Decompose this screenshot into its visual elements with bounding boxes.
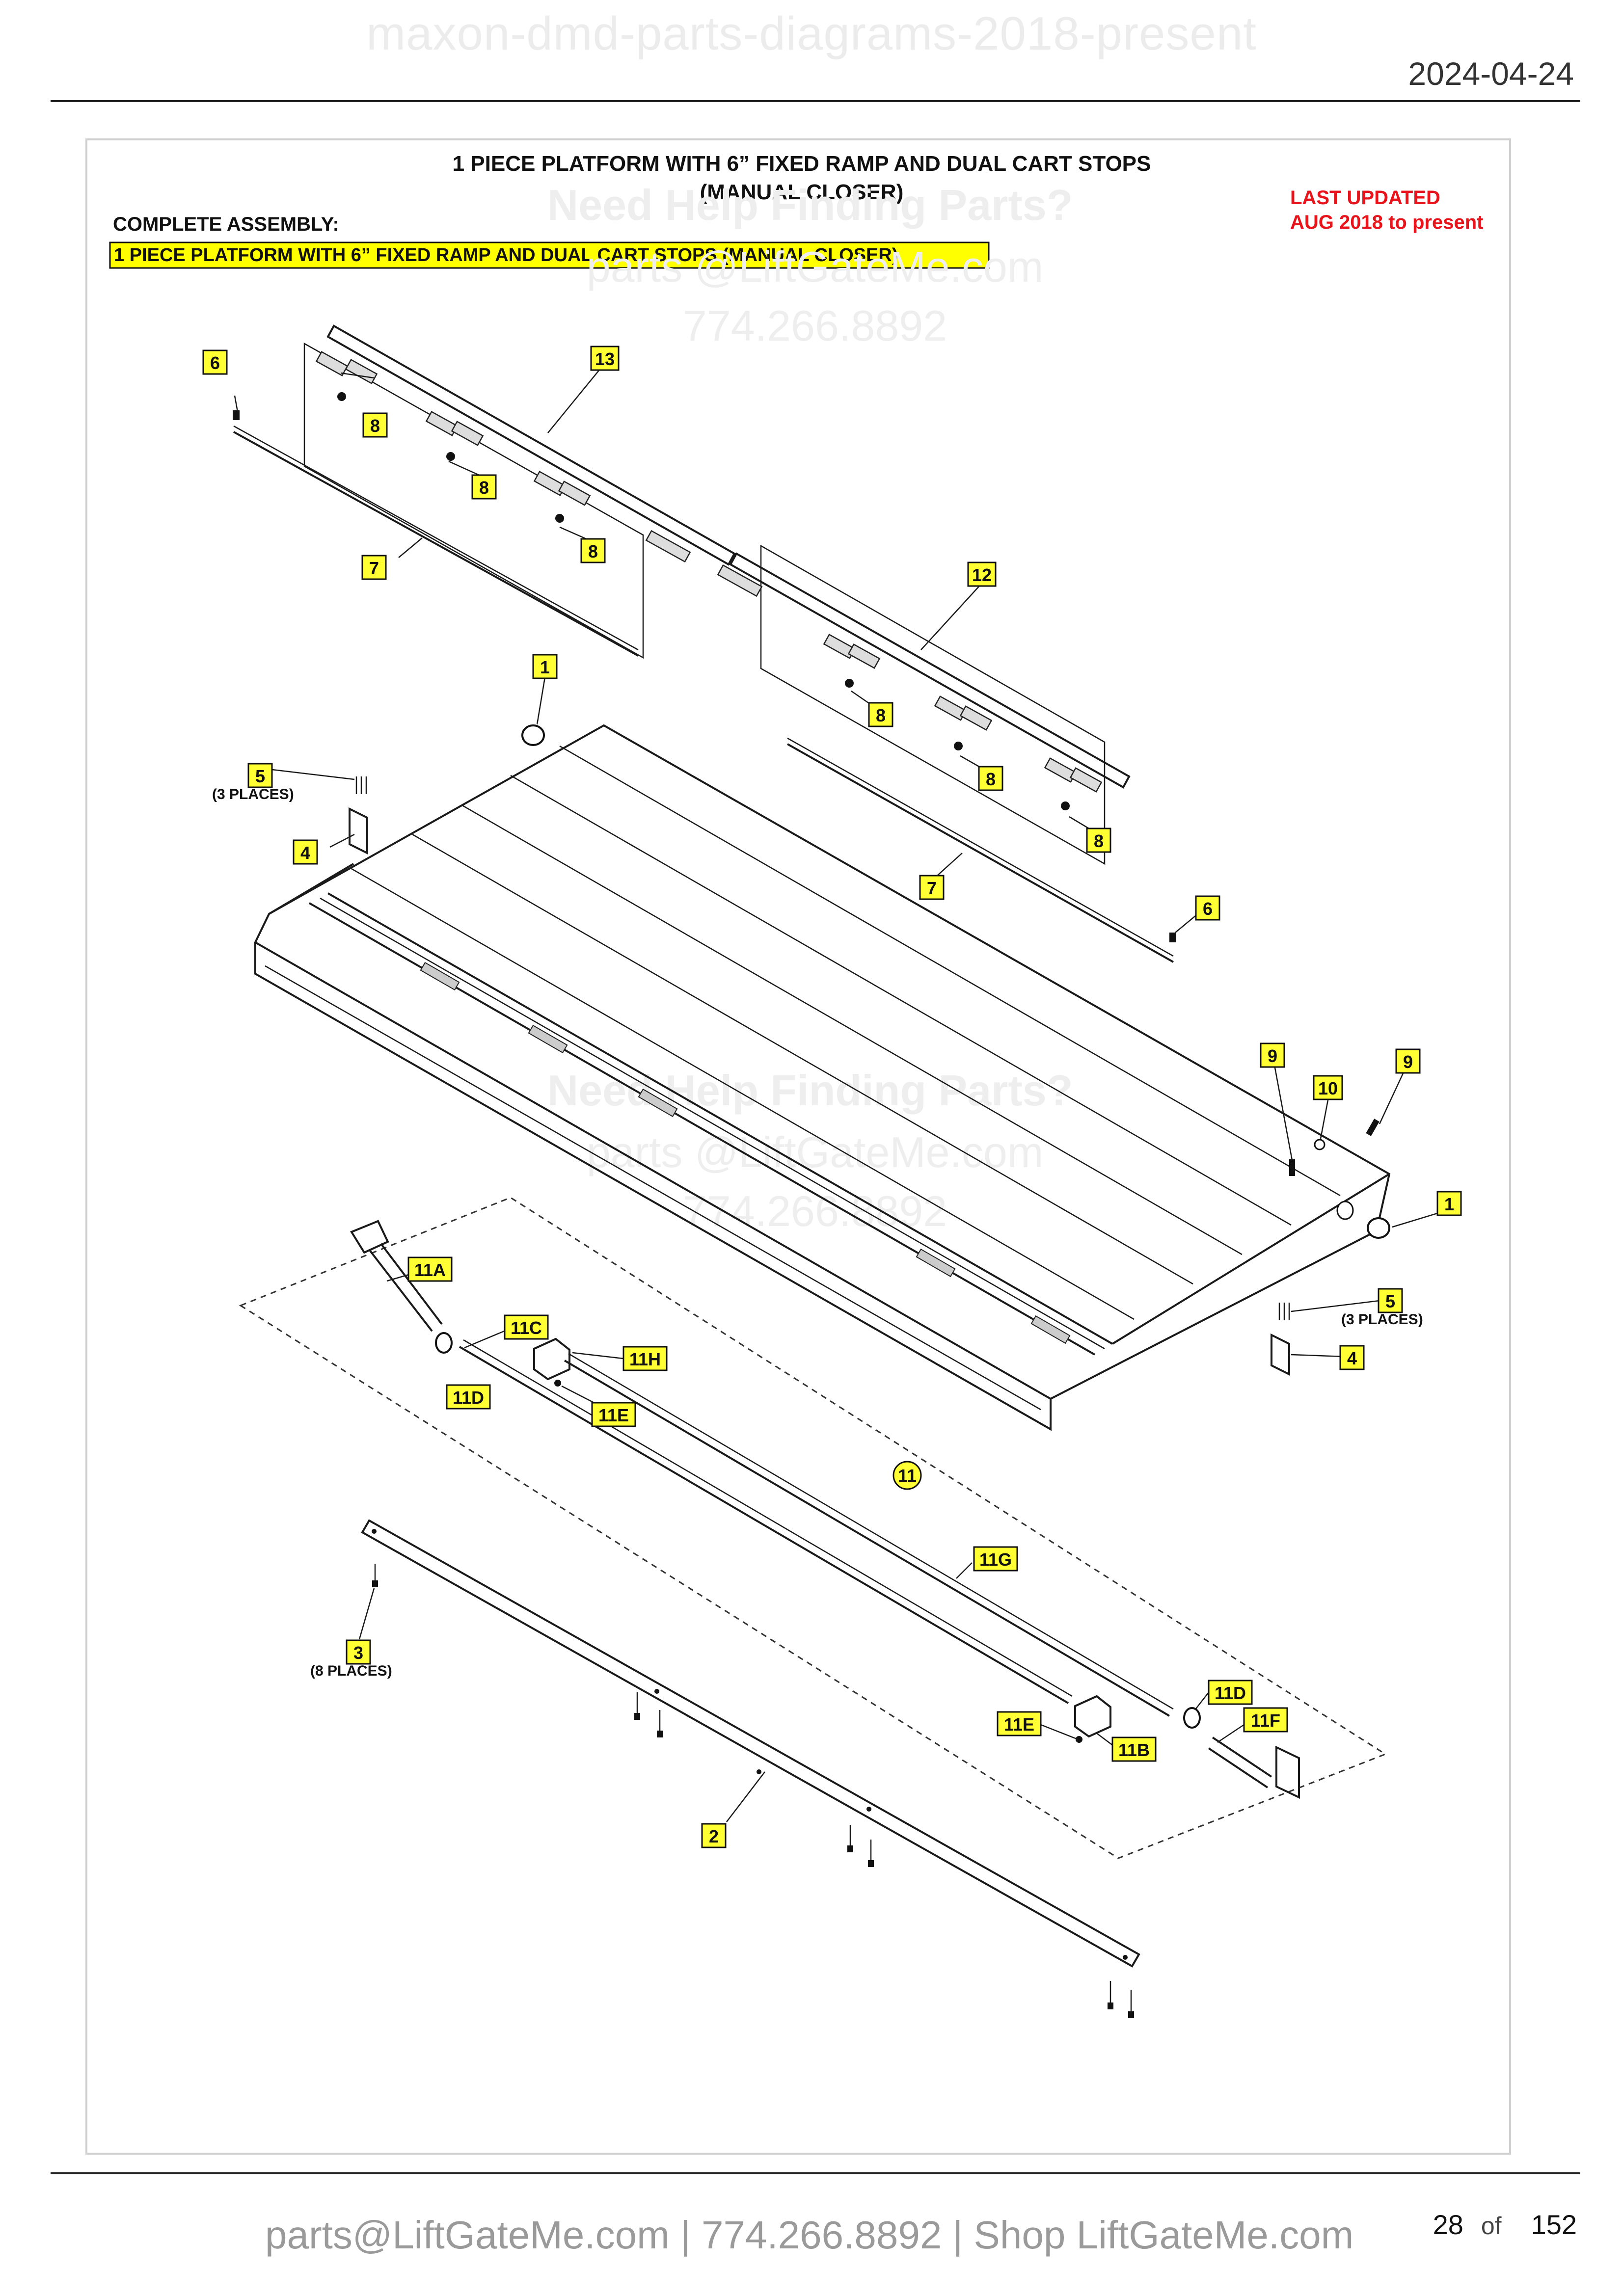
- callout-11A: 11A: [407, 1256, 453, 1282]
- svg-text:1: 1: [540, 657, 550, 677]
- svg-text:9: 9: [1268, 1046, 1277, 1066]
- callout-8-b: 8: [471, 474, 497, 500]
- callout-11E-left: 11E: [591, 1402, 636, 1427]
- callout-8-c: 8: [580, 538, 606, 563]
- callout-3: 3: [346, 1639, 371, 1665]
- note-eight-places: (8 PLACES): [310, 1663, 392, 1679]
- cart-stop-assembly-left: [233, 324, 736, 659]
- svg-text:11: 11: [898, 1466, 917, 1486]
- diagram-title-line1: 1 PIECE PLATFORM WITH 6” FIXED RAMP AND …: [453, 152, 1151, 176]
- callout-9-left: 9: [1260, 1042, 1285, 1068]
- manual-closer-group: [239, 1197, 1387, 1859]
- svg-text:11D: 11D: [1215, 1683, 1246, 1703]
- callout-1-top: 1: [532, 654, 558, 679]
- svg-text:11E: 11E: [1004, 1714, 1034, 1735]
- diagram-title-line2: (MANUAL CLOSER): [700, 180, 904, 204]
- callout-8-f: 8: [1086, 828, 1111, 853]
- callout-5-right: 5: [1378, 1288, 1403, 1313]
- last-updated-range: AUG 2018 to present: [1290, 212, 1483, 233]
- svg-text:2: 2: [709, 1826, 719, 1846]
- svg-text:4: 4: [300, 843, 310, 863]
- callout-6-left: 6: [202, 349, 228, 375]
- footer-rule: [51, 2172, 1580, 2174]
- callout-11D-right: 11D: [1208, 1680, 1253, 1705]
- note-three-places-right: (3 PLACES): [1341, 1311, 1423, 1328]
- svg-text:4: 4: [1347, 1348, 1357, 1368]
- svg-text:11G: 11G: [979, 1549, 1012, 1570]
- svg-text:3: 3: [353, 1643, 363, 1663]
- svg-text:10: 10: [1318, 1078, 1338, 1098]
- diagram-frame: [85, 138, 1511, 2155]
- assembly-highlight: [109, 241, 990, 269]
- svg-text:1: 1: [1444, 1194, 1454, 1214]
- svg-text:11C: 11C: [511, 1318, 542, 1338]
- svg-text:8: 8: [1094, 831, 1104, 851]
- svg-text:7: 7: [927, 878, 937, 898]
- svg-text:6: 6: [1203, 899, 1213, 919]
- document-date: 2024-04-24: [1408, 55, 1574, 92]
- callout-11B: 11B: [1111, 1736, 1157, 1762]
- svg-text:13: 13: [595, 349, 615, 369]
- callout-6-right: 6: [1195, 895, 1220, 921]
- callout-11F: 11F: [1243, 1707, 1288, 1733]
- svg-text:5: 5: [1385, 1291, 1395, 1311]
- svg-text:8: 8: [986, 769, 996, 789]
- svg-text:11F: 11F: [1251, 1710, 1280, 1731]
- callout-10: 10: [1313, 1075, 1343, 1100]
- base-plate: [361, 1519, 1140, 2018]
- watermark-help-top: Need Help Finding Parts?: [547, 181, 1073, 229]
- watermark-email-top: parts @LiftGateMe.com: [587, 242, 1044, 291]
- svg-text:8: 8: [588, 541, 598, 561]
- svg-text:8: 8: [370, 416, 380, 436]
- assembly-name: 1 PIECE PLATFORM WITH 6” FIXED RAMP AND …: [114, 245, 898, 266]
- watermark-phone-top: 774.266.8892: [683, 301, 947, 350]
- page-indicator: 28 of 152: [1421, 2209, 1577, 2241]
- callout-8-a: 8: [362, 412, 388, 438]
- callout-1-right: 1: [1436, 1191, 1462, 1216]
- callout-11C: 11C: [504, 1314, 549, 1340]
- svg-text:11H: 11H: [629, 1349, 661, 1369]
- svg-text:8: 8: [479, 478, 489, 498]
- callout-11: 11: [893, 1461, 922, 1490]
- svg-text:8: 8: [876, 705, 886, 725]
- callout-13: 13: [590, 346, 620, 371]
- platform: [254, 724, 1391, 1431]
- svg-text:11A: 11A: [414, 1260, 446, 1280]
- svg-text:11D: 11D: [453, 1388, 484, 1408]
- callouts: 13 6 8 8 8 7 12 1 8 8 8 7 6 5 (3 PLACES)…: [202, 346, 1462, 1848]
- svg-text:11B: 11B: [1118, 1740, 1150, 1760]
- page-total: 152: [1531, 2209, 1577, 2240]
- callout-8-e: 8: [978, 766, 1003, 791]
- callout-4-left: 4: [293, 839, 318, 865]
- callout-4-right: 4: [1339, 1345, 1365, 1370]
- svg-text:9: 9: [1403, 1052, 1413, 1072]
- document-watermark-title: maxon-dmd-parts-diagrams-2018-present: [366, 7, 1257, 60]
- leader-lines: [271, 363, 1438, 1822]
- callout-7-right: 7: [919, 875, 945, 900]
- svg-text:7: 7: [369, 558, 379, 578]
- callout-12: 12: [967, 561, 997, 587]
- header-rule: [51, 100, 1580, 102]
- callout-9-right: 9: [1395, 1048, 1421, 1074]
- callout-5-left: 5: [247, 763, 273, 788]
- footer-contact: parts@LiftGateMe.com | 774.266.8892 | Sh…: [265, 2213, 1354, 2257]
- callout-11G: 11G: [973, 1546, 1018, 1572]
- callout-11H: 11H: [622, 1346, 668, 1371]
- svg-text:11E: 11E: [598, 1405, 629, 1425]
- last-updated-label: LAST UPDATED: [1290, 187, 1440, 209]
- page-current: 28: [1433, 2209, 1463, 2240]
- svg-text:12: 12: [972, 565, 992, 585]
- callout-7-left: 7: [361, 555, 387, 580]
- callout-11E-right: 11E: [997, 1711, 1042, 1736]
- cart-stop-assembly-right: [717, 544, 1176, 963]
- page-of-label: of: [1481, 2212, 1502, 2240]
- svg-text:5: 5: [255, 766, 265, 786]
- callout-11D-left: 11D: [446, 1384, 491, 1410]
- svg-text:6: 6: [210, 353, 220, 373]
- callout-8-d: 8: [868, 702, 893, 727]
- note-three-places-left: (3 PLACES): [212, 786, 294, 802]
- assembly-label: COMPLETE ASSEMBLY:: [113, 214, 339, 235]
- callout-2: 2: [701, 1823, 727, 1848]
